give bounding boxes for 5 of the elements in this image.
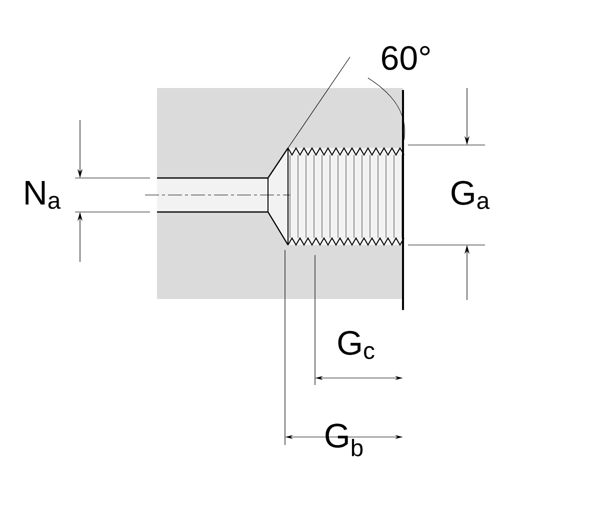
dimension-label: G$_{a}$ [452, 180, 490, 210]
dimension-label: 60° [382, 46, 430, 70]
dimension-label: G$_{c}$ [338, 330, 374, 360]
dimension-label: G$_{b}$ [326, 424, 363, 456]
dimension-label: N$_{a}$ [26, 181, 61, 209]
